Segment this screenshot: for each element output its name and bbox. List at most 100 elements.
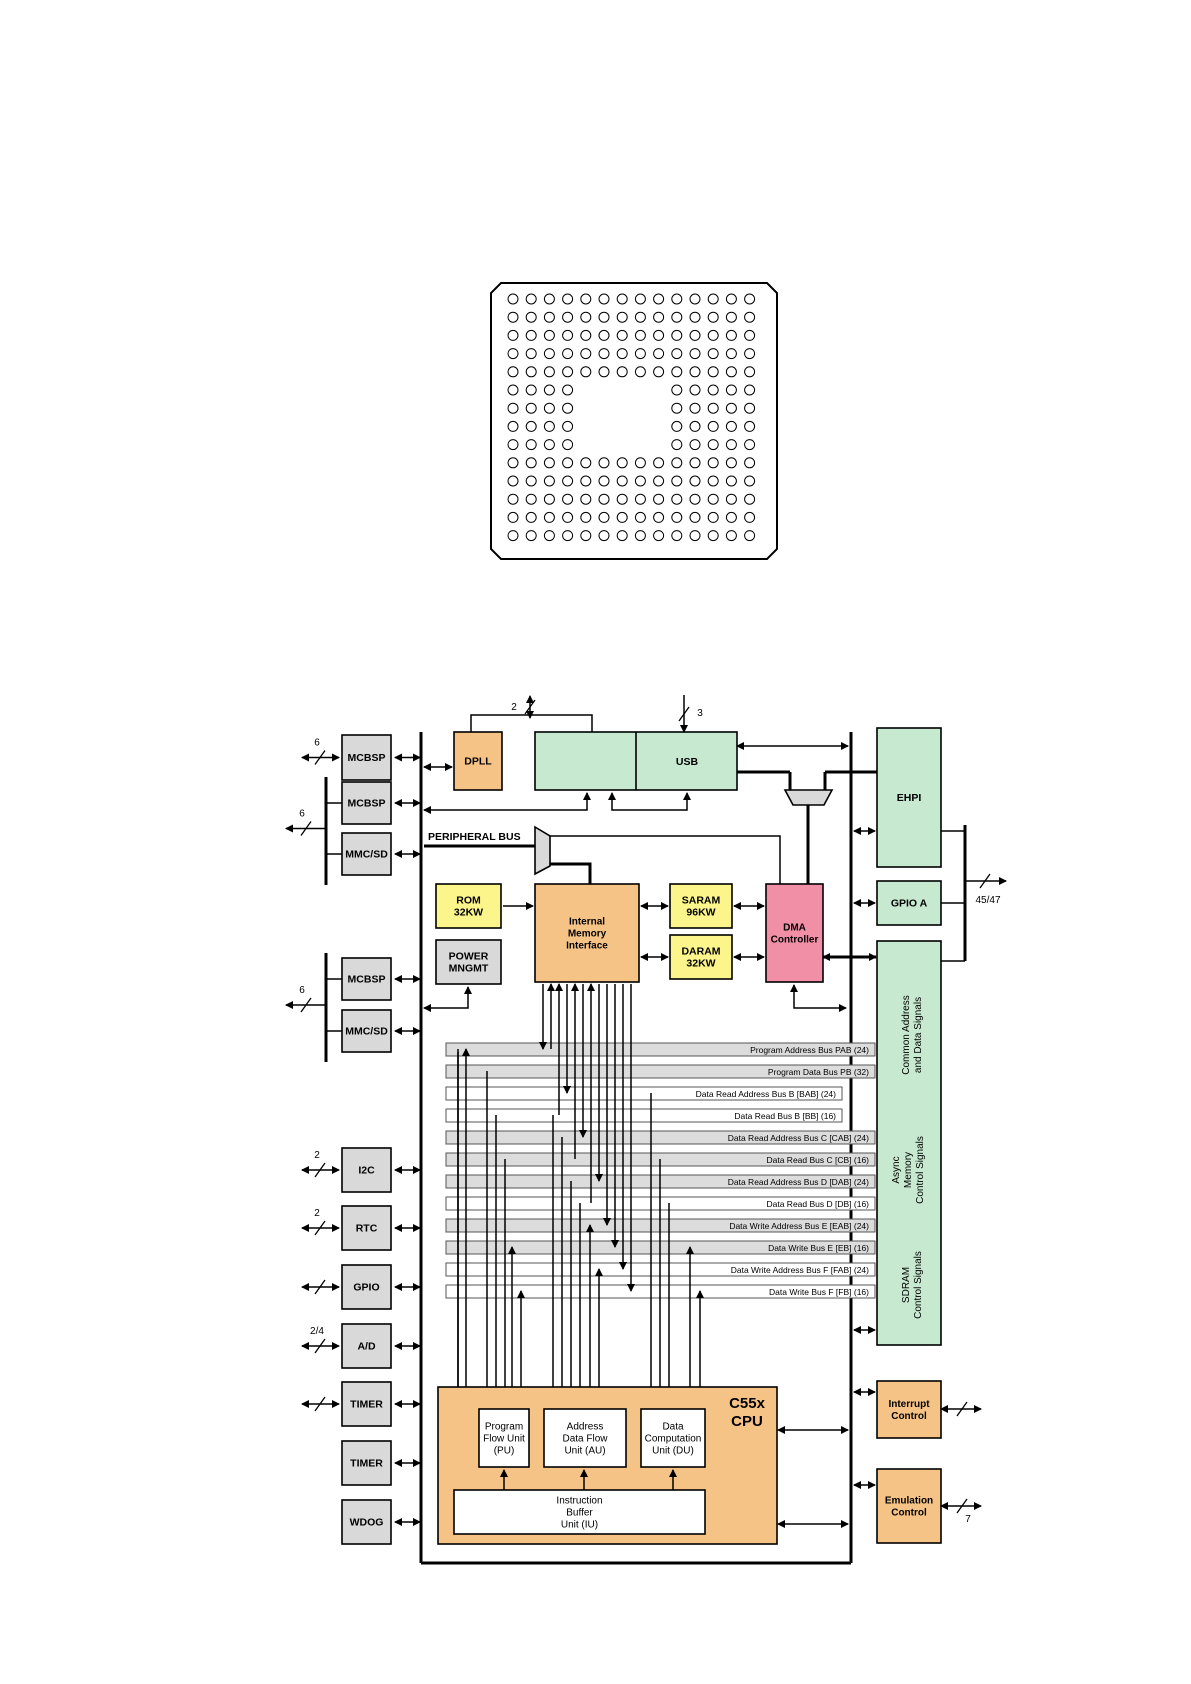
solder-ball xyxy=(598,329,610,341)
solder-ball xyxy=(671,420,683,432)
usb-loop xyxy=(608,792,691,811)
solder-ball xyxy=(525,402,537,414)
bus-label: Data Write Bus E [EB] (16) xyxy=(768,1243,869,1253)
solder-ball xyxy=(653,493,665,505)
peripheral-timer: TIMER xyxy=(341,1440,392,1486)
internal-memory-interface-label: Interface xyxy=(566,941,608,952)
solder-ball xyxy=(725,402,737,414)
solder-ball xyxy=(634,348,646,360)
solder-ball xyxy=(616,311,628,323)
usb-block: USB xyxy=(534,731,738,791)
solder-ball xyxy=(671,493,683,505)
daram-block-label: DARAM xyxy=(681,946,720,958)
solder-ball xyxy=(744,348,756,360)
solder-ball xyxy=(725,329,737,341)
solder-ball xyxy=(689,530,701,542)
peripheral-mcbsp: MCBSP xyxy=(341,781,392,825)
internal-memory-interface-label: Memory xyxy=(568,929,607,940)
rom-block-label: ROM xyxy=(456,895,481,907)
address-data-flow-unit-label: Data Flow xyxy=(562,1434,608,1445)
solder-ball xyxy=(562,402,574,414)
solder-ball xyxy=(689,293,701,305)
emulation-control-label: Control xyxy=(891,1508,927,1519)
solder-ball xyxy=(634,311,646,323)
solder-ball xyxy=(689,457,701,469)
bus-label: Data Read Address Bus B [BAB] (24) xyxy=(696,1089,836,1099)
solder-ball xyxy=(507,439,519,451)
solder-ball xyxy=(507,329,519,341)
solder-ball xyxy=(707,420,719,432)
dma-controller-label: Controller xyxy=(771,935,819,946)
solder-ball xyxy=(689,402,701,414)
bus-label: Data Read Address Bus D [DAB] (24) xyxy=(728,1177,869,1187)
solder-ball xyxy=(634,293,646,305)
solder-ball xyxy=(543,311,555,323)
common-signals-label: and Data Signals xyxy=(913,997,924,1073)
solder-ball xyxy=(744,311,756,323)
dma-controller-label: DMA xyxy=(783,923,806,934)
solder-ball xyxy=(525,439,537,451)
solder-ball xyxy=(744,384,756,396)
solder-ball xyxy=(653,475,665,487)
data-computation-unit-box xyxy=(640,1408,706,1468)
saram-block-box xyxy=(669,883,733,929)
peripheral-wdog: WDOG xyxy=(341,1499,392,1545)
solder-ball xyxy=(725,457,737,469)
interrupt-control-box xyxy=(876,1380,942,1439)
solder-ball xyxy=(653,457,665,469)
bus-width-slash xyxy=(300,997,312,1013)
solder-ball xyxy=(707,511,719,523)
solder-ball xyxy=(744,366,756,378)
peripheral-timer-box xyxy=(341,1440,392,1486)
solder-ball xyxy=(562,293,574,305)
power-mngmt-block-label: MNGMT xyxy=(449,963,489,975)
saram-block-label: SARAM xyxy=(682,895,721,907)
solder-ball xyxy=(725,439,737,451)
solder-ball xyxy=(689,311,701,323)
solder-ball xyxy=(707,293,719,305)
ehpi-block-box xyxy=(876,727,942,868)
solder-ball xyxy=(744,475,756,487)
dpll-block: DPLL xyxy=(453,731,503,791)
solder-ball xyxy=(671,511,683,523)
bus-label: Data Read Address Bus C [CAB] (24) xyxy=(728,1133,869,1143)
daram-block-box xyxy=(669,934,733,980)
solder-ball xyxy=(671,348,683,360)
bus-width-slash xyxy=(314,1162,326,1178)
solder-ball xyxy=(725,348,737,360)
bus-width-slash xyxy=(314,1279,326,1295)
solder-ball xyxy=(598,475,610,487)
bus-width-slash xyxy=(314,750,326,765)
solder-ball xyxy=(562,384,574,396)
peripheral-a-d-box xyxy=(341,1323,392,1369)
solder-ball xyxy=(707,457,719,469)
bus-width-slash xyxy=(956,1498,968,1514)
bus-width-slash xyxy=(314,1396,326,1412)
peripheral-timer: TIMER xyxy=(341,1381,392,1427)
async-signals-label: Control Signals xyxy=(915,1136,926,1204)
peripheral-timer-box xyxy=(341,1381,392,1427)
solder-ball xyxy=(671,439,683,451)
signal-count: 6 xyxy=(299,985,305,996)
solder-ball xyxy=(616,457,628,469)
solder-ball xyxy=(562,530,574,542)
bus-mux xyxy=(783,789,834,806)
peripheral-mcbsp-label: MCBSP xyxy=(348,974,386,986)
solder-ball xyxy=(744,530,756,542)
bus-label: Data Write Address Bus E [EAB] (24) xyxy=(729,1221,869,1231)
peripheral-mcbsp-box xyxy=(341,957,392,1001)
bus-label: Program Address Bus PAB (24) xyxy=(750,1045,869,1055)
bus-label: Data Read Bus C [CB] (16) xyxy=(766,1155,869,1165)
data-computation-unit-label: Data xyxy=(662,1422,684,1433)
bus-bar xyxy=(445,1042,876,1057)
power-frame-link xyxy=(423,986,472,1012)
peripheral-bus-label: PERIPHERAL BUS xyxy=(428,831,521,843)
solder-ball xyxy=(543,420,555,432)
